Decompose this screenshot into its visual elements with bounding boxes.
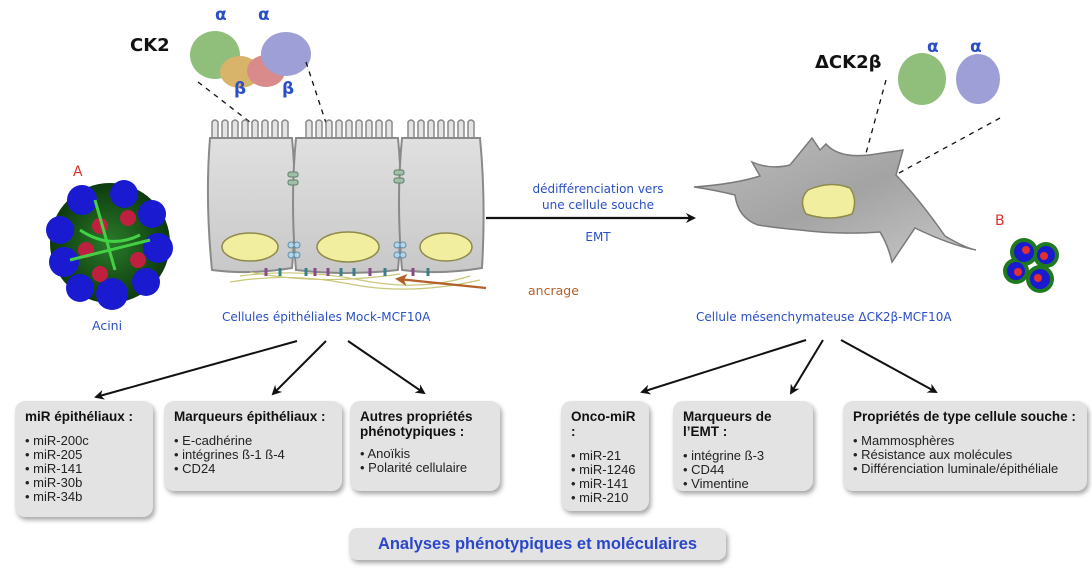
list-item: CD44: [683, 463, 803, 477]
list-item: Polarité cellulaire: [360, 461, 490, 475]
list-item: Vimentine: [683, 477, 803, 491]
ck2-holoenzyme-structure: [190, 31, 311, 88]
box-onco-mir: Onco-miR : miR-21 miR-1246 miR-141 miR-2…: [561, 401, 649, 511]
nucleus: [221, 232, 279, 262]
branch-arrow: [271, 340, 327, 396]
beta-label: β: [282, 79, 295, 99]
emt-label: EMT: [585, 230, 611, 244]
alpha-label: α: [970, 37, 982, 57]
list-item: intégrine ß-3: [683, 449, 803, 463]
list-item: Anoïkis: [360, 447, 490, 461]
box-title: Autres propriétés phénotypiques :: [360, 409, 473, 439]
box-title: Marqueurs de l’EMT :: [683, 409, 772, 439]
box-title: Onco-miR :: [571, 409, 636, 439]
transition-label-line2: une cellule souche: [542, 198, 654, 212]
list-item: miR-1246: [571, 463, 639, 477]
delta-ck2b-structure: [898, 53, 1000, 105]
nucleus: [801, 183, 856, 219]
box-stem-properties: Propriétés de type cellule souche : Mamm…: [843, 401, 1087, 491]
branch-arrow: [789, 339, 824, 395]
anchorage-arrow: [395, 273, 487, 290]
list-item: miR-141: [571, 477, 639, 491]
box-title: Propriétés de type cellule souche :: [853, 409, 1076, 424]
transition-label-line1: dédifférenciation vers: [532, 182, 664, 196]
list-item: miR-34b: [25, 490, 143, 504]
mesenchymal-cell-illustration: [693, 136, 977, 264]
nucleus: [316, 231, 380, 263]
ck2-label: CK2: [130, 35, 170, 56]
mesenchymal-caption: Cellule mésenchymateuse ΔCK2β-MCF10A: [696, 310, 952, 324]
alpha-label: α: [927, 37, 939, 57]
delta-ck2b-label: ΔCK2β: [815, 52, 882, 73]
alpha-label: α: [258, 5, 270, 25]
panel-a-letter: A: [73, 164, 83, 180]
branch-arrow: [640, 339, 807, 395]
list-item: intégrines ß-1 ß-4: [174, 448, 332, 462]
panel-b-letter: B: [995, 213, 1005, 229]
list-item: E-cadhérine: [174, 434, 332, 448]
box-other-phenotypic: Autres propriétés phénotypiques : Anoïki…: [350, 401, 500, 491]
list-item: miR-210: [571, 491, 639, 505]
alpha-subunit-purple: [261, 32, 311, 76]
box-title: miR épithéliaux :: [25, 409, 134, 424]
list-item: CD24: [174, 462, 332, 476]
nucleus: [419, 232, 473, 262]
alpha-subunit-green: [898, 53, 946, 105]
branch-arrow: [840, 339, 938, 393]
branch-arrow: [347, 340, 426, 395]
list-item: miR-21: [571, 449, 639, 463]
list-item: miR-205: [25, 448, 143, 462]
list-item: miR-141: [25, 462, 143, 476]
transition-label: dédifférenciation vers une cellule souch…: [490, 181, 706, 213]
branch-arrow: [94, 340, 298, 400]
box-epithelial-mir: miR épithéliaux : miR-200c miR-205 miR-1…: [15, 401, 153, 517]
panel-a-caption: Acini: [92, 318, 123, 333]
acini-image: [46, 180, 173, 310]
list-item: Différenciation luminale/épithéliale: [853, 462, 1077, 476]
beta-label: β: [234, 79, 247, 99]
list-item: miR-200c: [25, 434, 143, 448]
alpha-subunit-purple: [956, 54, 1000, 104]
list-item: Résistance aux molécules: [853, 448, 1077, 462]
box-title: Marqueurs épithéliaux :: [174, 409, 326, 424]
box-epithelial-markers: Marqueurs épithéliaux : E-cadhérine inté…: [164, 401, 342, 491]
analyses-banner: Analyses phénotypiques et moléculaires: [349, 528, 726, 560]
alpha-label: α: [215, 5, 227, 25]
list-item: Mammosphères: [853, 434, 1077, 448]
epithelial-caption: Cellules épithéliales Mock-MCF10A: [222, 310, 431, 324]
anchorage-label: ancrage: [528, 283, 579, 298]
cell-cluster-image: [1003, 238, 1059, 293]
epithelial-cells-illustration: [206, 119, 485, 290]
box-emt-markers: Marqueurs de l’EMT : intégrine ß-3 CD44 …: [673, 401, 813, 491]
list-item: miR-30b: [25, 476, 143, 490]
